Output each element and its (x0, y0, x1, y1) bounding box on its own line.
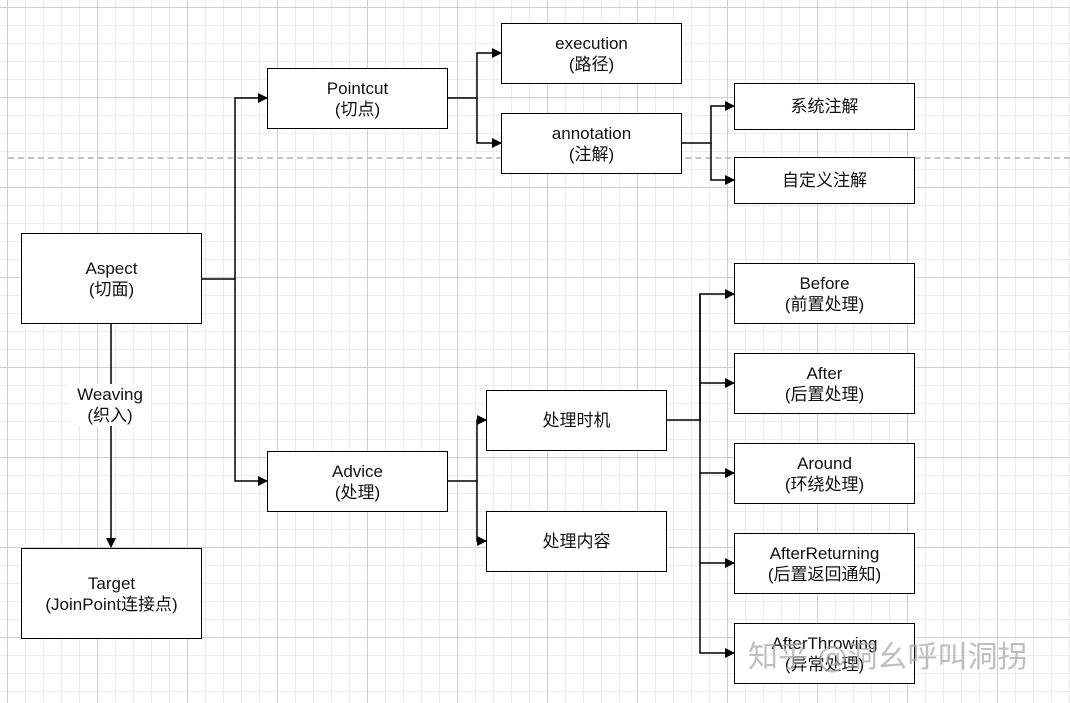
node-custom-annotation-title: 自定义注解 (782, 171, 867, 190)
node-before-title: Before (799, 273, 850, 293)
node-advice-subtitle: (处理) (334, 482, 381, 502)
node-advice-title: Advice (331, 461, 384, 481)
edge-aspect-advice (234, 279, 268, 486)
edge-advice-timing (448, 415, 487, 482)
node-after-returning[interactable]: AfterReturning (后置返回通知) (734, 533, 915, 594)
edge-timing-after-returning (699, 473, 735, 568)
edge-pointcut-execution (448, 48, 502, 99)
node-aspect-subtitle: (切面) (88, 279, 135, 299)
edge-aspect-pointcut (202, 93, 268, 280)
node-pointcut[interactable]: Pointcut (切点) (267, 68, 448, 129)
node-annotation-title: annotation (551, 123, 632, 143)
node-aspect[interactable]: Aspect (切面) (21, 233, 202, 324)
node-content[interactable]: 处理内容 (486, 511, 667, 572)
node-content-title: 处理内容 (542, 532, 611, 551)
node-after-title: After (806, 363, 843, 383)
node-around-title: Around (797, 453, 852, 473)
edge-label-weaving: Weaving (织入) (70, 384, 150, 426)
node-execution[interactable]: execution (路径) (501, 23, 682, 84)
node-target-title: Target (87, 573, 136, 593)
node-system-annotation-title: 系统注解 (790, 97, 859, 116)
node-pointcut-title: Pointcut (326, 78, 389, 98)
edge-label-weaving-subtitle: (织入) (87, 406, 133, 425)
node-target[interactable]: Target (JoinPoint连接点) (21, 548, 202, 639)
node-target-subtitle: (JoinPoint连接点) (45, 594, 178, 614)
edge-annotation-system (682, 101, 735, 144)
node-after-returning-title: AfterReturning (769, 543, 880, 563)
node-annotation[interactable]: annotation (注解) (501, 113, 682, 174)
edge-timing-after-throwing (699, 563, 735, 658)
node-execution-title: execution (555, 33, 628, 53)
node-after-returning-subtitle: (后置返回通知) (767, 564, 882, 584)
node-after-throwing[interactable]: AfterThrowing (异常处理) (734, 623, 915, 684)
node-before[interactable]: Before (前置处理) (734, 263, 915, 324)
node-after[interactable]: After (后置处理) (734, 353, 915, 414)
edge-pointcut-annotation (476, 98, 502, 148)
node-after-throwing-title: AfterThrowing (771, 633, 878, 653)
node-timing[interactable]: 处理时机 (486, 390, 667, 451)
edge-advice-content (476, 481, 487, 546)
node-annotation-subtitle: (注解) (568, 144, 615, 164)
node-after-throwing-subtitle: (异常处理) (784, 654, 865, 674)
node-custom-annotation[interactable]: 自定义注解 (734, 157, 915, 204)
node-around-subtitle: (环绕处理) (784, 474, 865, 494)
node-before-subtitle: (前置处理) (784, 294, 865, 314)
node-aspect-title: Aspect (85, 258, 138, 278)
node-advice[interactable]: Advice (处理) (267, 451, 448, 512)
node-around[interactable]: Around (环绕处理) (734, 443, 915, 504)
node-pointcut-subtitle: (切点) (334, 99, 381, 119)
edge-label-weaving-title: Weaving (77, 385, 143, 404)
node-execution-subtitle: (路径) (568, 54, 615, 74)
edge-annotation-custom (710, 143, 735, 185)
node-after-subtitle: (后置处理) (784, 384, 865, 404)
node-system-annotation[interactable]: 系统注解 (734, 83, 915, 130)
node-timing-title: 处理时机 (542, 411, 611, 430)
